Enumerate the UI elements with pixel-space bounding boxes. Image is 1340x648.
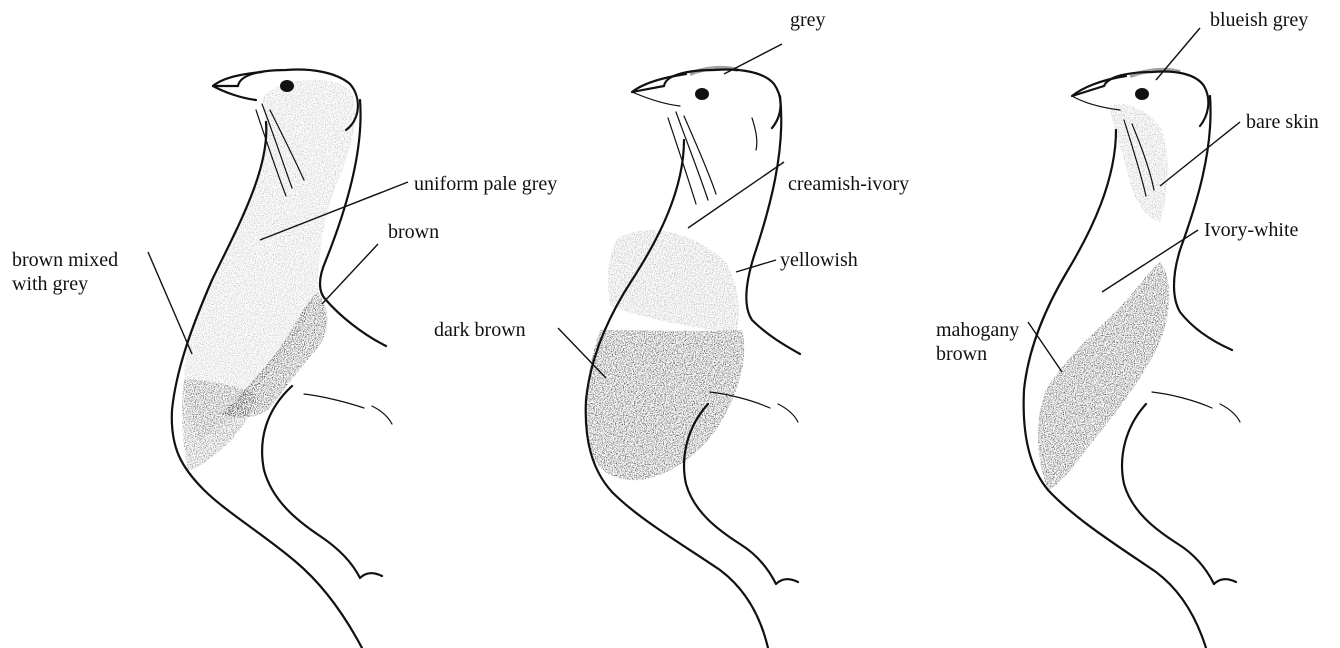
label-left-breast-side: brown: [388, 221, 439, 243]
label-middle-lower-neck: yellowish: [780, 249, 858, 271]
label-right-breast-line2: brown: [936, 343, 987, 365]
label-middle-breast: dark brown: [434, 319, 526, 341]
label-right-neck: Ivory-white: [1204, 219, 1299, 241]
label-right-skin: bare skin: [1246, 111, 1319, 133]
left-bird-illustration: [172, 70, 392, 648]
label-right-breast-line1: mahogany: [936, 319, 1019, 341]
label-left-breast-front-line2: with grey: [12, 273, 88, 295]
middle-bird-leaders: [558, 44, 784, 378]
label-middle-crown: grey: [790, 9, 826, 31]
right-bird-illustration: [1024, 70, 1240, 648]
label-left-neck: uniform pale grey: [414, 173, 557, 195]
middle-bird-illustration: [586, 68, 800, 648]
label-right-crown: blueish grey: [1210, 9, 1308, 31]
label-middle-neck: creamish-ivory: [788, 173, 909, 195]
label-left-breast-front-line1: brown mixed: [12, 249, 118, 271]
